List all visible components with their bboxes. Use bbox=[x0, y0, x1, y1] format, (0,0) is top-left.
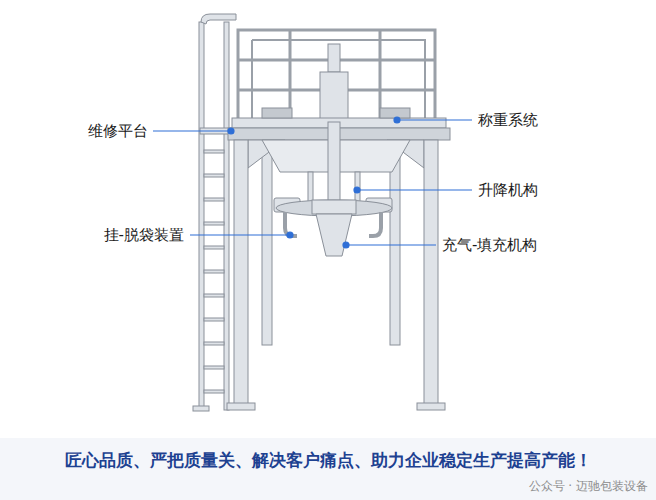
bag-hook bbox=[369, 212, 381, 236]
weighing-sensor bbox=[262, 108, 292, 118]
callout-label: 升降机构 bbox=[478, 181, 538, 199]
leader-line bbox=[358, 189, 472, 190]
base-plate bbox=[227, 403, 255, 410]
leader-line bbox=[190, 234, 289, 235]
foot bbox=[193, 406, 209, 411]
ladder-rail bbox=[199, 22, 204, 410]
base-plate bbox=[417, 403, 445, 410]
ladder-handle bbox=[201, 14, 236, 24]
cylinder-top bbox=[328, 44, 340, 72]
caption: 匠心品质、严把质量关、解决客户痛点、助力企业稳定生产提高产能！ bbox=[65, 450, 592, 470]
ladder-rungs bbox=[204, 150, 224, 393]
center-tube bbox=[328, 122, 340, 202]
callout-label: 维修平台 bbox=[88, 122, 148, 140]
leader-dot bbox=[354, 187, 360, 193]
watermark: 公众号 · 迈驰包装设备 bbox=[529, 479, 648, 493]
weighing-sensor bbox=[380, 108, 410, 118]
leader-dot bbox=[343, 242, 349, 248]
guide-rod bbox=[308, 172, 313, 202]
leader-line bbox=[398, 119, 472, 120]
leader-dot bbox=[287, 232, 293, 238]
leader-line bbox=[153, 130, 230, 131]
front-leg bbox=[424, 140, 438, 404]
callout-label: 称重系统 bbox=[478, 111, 538, 129]
back-leg bbox=[262, 140, 272, 345]
filling-head bbox=[312, 200, 356, 214]
filling-spout bbox=[316, 214, 352, 256]
leader-dot bbox=[394, 117, 400, 123]
front-leg bbox=[234, 140, 248, 404]
guide-rod bbox=[355, 172, 360, 202]
ladder-rail bbox=[224, 22, 229, 410]
leader-line bbox=[347, 244, 436, 245]
lifting-cylinder bbox=[320, 72, 348, 122]
callout-label: 充气-填充机构 bbox=[442, 236, 537, 254]
bottom-band bbox=[0, 438, 656, 500]
callout-label: 挂-脱袋装置 bbox=[104, 226, 184, 244]
leader-dot bbox=[228, 128, 234, 134]
